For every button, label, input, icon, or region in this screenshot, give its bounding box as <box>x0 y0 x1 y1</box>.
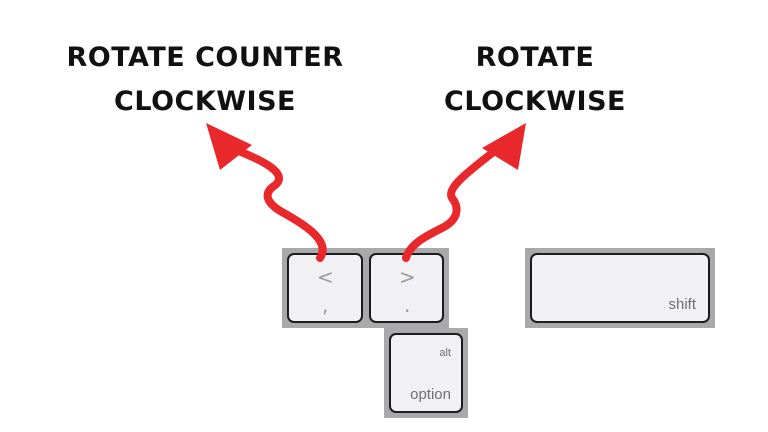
greater-than-glyph: > <box>399 265 416 289</box>
clockwise-arrow-shaft <box>402 146 500 262</box>
period-glyph: . <box>404 293 411 317</box>
less-than-glyph: < <box>317 265 334 289</box>
counter-clockwise-arrow <box>206 123 327 262</box>
option-label: option <box>410 386 451 403</box>
clockwise-arrowhead <box>482 123 526 170</box>
option-key[interactable]: alt option <box>389 333 463 413</box>
rotate-counter-clockwise-line-1: ROTATE COUNTER <box>66 42 344 73</box>
alt-label: alt <box>439 347 451 359</box>
counter-clockwise-arrow-shaft <box>232 146 327 262</box>
shift-label: shift <box>668 296 696 313</box>
rotate-clockwise-line-2: CLOCKWISE <box>444 86 626 117</box>
rotate-clockwise-line-1: ROTATE <box>475 42 595 73</box>
rotate-counter-clockwise-label: ROTATE COUNTER CLOCKWISE <box>50 36 360 124</box>
counter-clockwise-arrowhead <box>206 123 252 170</box>
clockwise-arrow <box>402 123 526 262</box>
rotate-clockwise-label: ROTATE CLOCKWISE <box>410 36 660 124</box>
comma-glyph: , <box>322 293 329 317</box>
shift-key[interactable]: shift <box>530 253 710 323</box>
rotate-counter-clockwise-line-2: CLOCKWISE <box>114 86 296 117</box>
